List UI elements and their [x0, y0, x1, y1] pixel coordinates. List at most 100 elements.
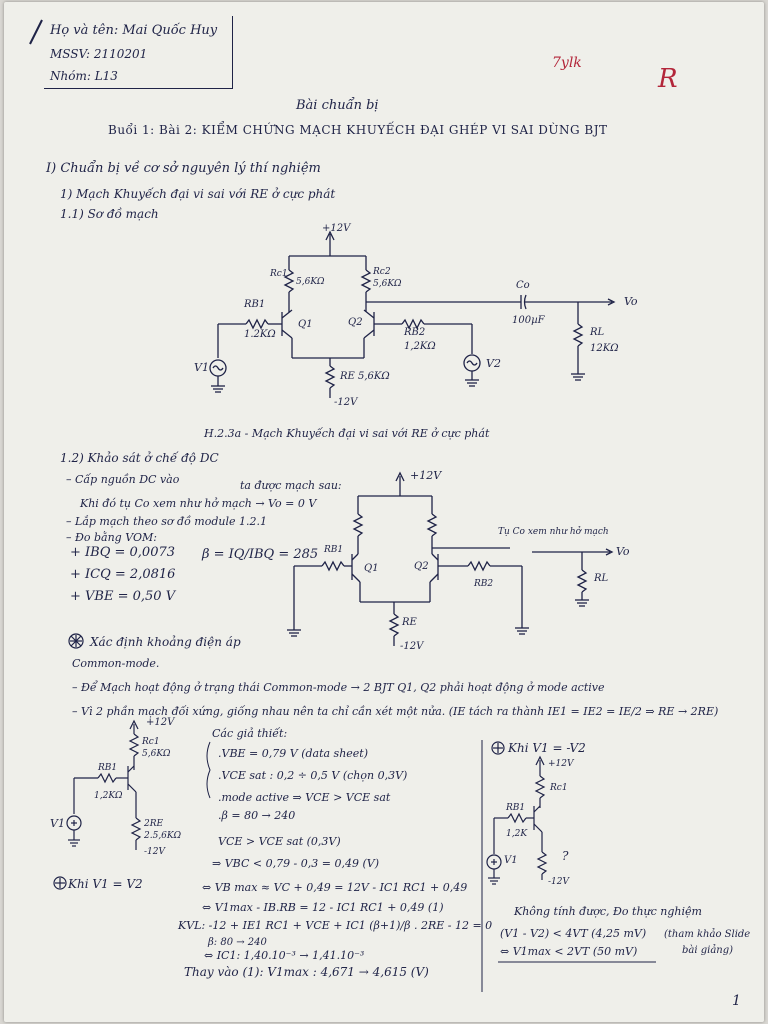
hc-rb1-label: RB1: [98, 763, 118, 773]
c1-rc2-label: Rc2: [373, 267, 391, 277]
rc-note-4: bài giảng): [682, 945, 734, 956]
c2-vee-label: -12V: [400, 641, 424, 652]
student-id: MSSV: 2110201: [50, 47, 148, 61]
hc-re2-value: 2.5,6KΩ: [144, 831, 182, 841]
hc-rc1-value: 5,6KΩ: [142, 749, 171, 759]
case-1-label: Khi V1 = V2: [68, 877, 143, 891]
circuit-diagram-1: [209, 230, 616, 398]
assumption-1: .VBE = 0,79 V (data sheet): [218, 747, 369, 760]
hc-re2-label: 2RE: [144, 819, 164, 829]
assumption-4: .β = 80 → 240: [218, 809, 296, 822]
page-number: 1: [732, 993, 741, 1009]
c1-q2-label: Q2: [348, 317, 363, 328]
header-slash: [29, 19, 43, 45]
page-subtitle: Buổi 1: Bài 2: KIỂM CHỨNG MẠCH KHUYẾCH Đ…: [108, 123, 608, 137]
star-bullet-icon: [53, 633, 505, 992]
derivation-3: ⇔ VB max ≈ VC + 0,49 = 12V - IC1 RC1 + 0…: [202, 881, 468, 894]
c1-rb1-value: 1.2KΩ: [244, 329, 276, 340]
page-heading: Bài chuẩn bị: [296, 98, 379, 113]
derivation-5: KVL: -12 + IE1 RC1 + VCE + IC1 (β+1)/β .…: [178, 919, 493, 932]
s12-line2: Khi đó tụ Co xem như hở mạch → Vo = 0 V: [80, 497, 317, 510]
c1-vcc-label: +12V: [322, 223, 351, 234]
rc-note-2: (V1 - V2) < 4VT (4,25 mV): [500, 927, 647, 940]
c2-re-label: RE: [402, 617, 417, 628]
rc-rb1-value: 1,2K: [506, 829, 528, 839]
c1-vee-label: -12V: [334, 397, 358, 408]
c2-rb1-label: RB1: [324, 545, 344, 555]
c1-v1-label: V1: [194, 361, 209, 374]
cm-line1: – Để Mạch hoạt động ở trạng thái Common-…: [72, 681, 605, 694]
rc-rc1-label: Rc1: [550, 783, 568, 793]
s12-icq: + ICQ = 2,0816: [70, 567, 176, 582]
derivation-8: Thay vào (1): V1max : 4,671 → 4,615 (V): [184, 965, 429, 979]
rc-question: ?: [562, 849, 569, 863]
c1-v2-label: V2: [486, 357, 501, 370]
rc-vcc-label: +12V: [548, 759, 574, 769]
c1-rc1-value: 5,6KΩ: [296, 277, 325, 287]
s12-line1: – Cấp nguồn DC vào: [66, 473, 180, 486]
section-1-1-1-heading: 1.1) Sơ đồ mạch: [60, 207, 159, 221]
s12-ibq: + IBQ = 0,0073: [70, 545, 176, 560]
assumption-2: .VCE sat : 0,2 ÷ 0,5 V (chọn 0,3V): [218, 769, 408, 782]
section-1-2-heading: 1.2) Khảo sát ở chế độ DC: [60, 451, 219, 465]
c1-rb1-label: RB1: [244, 299, 266, 310]
s12-vbe: + VBE = 0,50 V: [70, 589, 176, 604]
derivation-4: ⇔ V1max - IB.RB = 12 - IC1 RC1 + 0,49 (1…: [202, 901, 444, 914]
cm-line2: – Vì 2 phần mạch đối xứng, giống nhau nê…: [72, 705, 719, 718]
hc-v1-label: V1: [50, 817, 65, 830]
hc-rb1-value: 1,2KΩ: [94, 791, 123, 801]
c1-rl-label: RL: [590, 327, 605, 338]
right-circuit-diagram: [486, 755, 656, 963]
c2-q2-label: Q2: [414, 561, 429, 572]
derivation-1: VCE > VCE sat (0,3V): [218, 835, 341, 848]
c2-note: Tụ Co xem như hở mạch: [498, 527, 609, 537]
hc-rc1-label: Rc1: [142, 737, 160, 747]
assumption-3: .mode active ⇒ VCE > VCE sat: [218, 791, 391, 804]
c1-caption: H.2.3a - Mạch Khuyếch đại vi sai với RE …: [204, 427, 490, 440]
rc-note-3: (tham khảo Slide: [664, 929, 751, 940]
hc-vcc-label: +12V: [146, 717, 175, 728]
rc-v1-label: V1: [504, 855, 518, 866]
rc-note-1: Không tính được, Đo thực nghiệm: [514, 905, 702, 918]
student-info-box: [44, 16, 233, 89]
derivation-7: ⇔ IC1: 1,40.10⁻³ → 1,41.10⁻³: [204, 949, 365, 962]
grade-mark: 7ylk: [552, 55, 582, 71]
hc-vee-label: -12V: [144, 847, 165, 857]
rc-vee-label: -12V: [548, 877, 569, 887]
s12-line1b: ta được mạch sau:: [240, 479, 342, 492]
s12-line4: – Đo bằng VOM:: [66, 531, 157, 544]
s12-line3: – Lắp mạch theo sơ đồ module 1.2.1: [66, 515, 267, 528]
grade-letter: R: [658, 64, 678, 94]
assumptions-title: Các giả thiết:: [212, 727, 288, 740]
derivation-2: ⇒ VBC < 0,79 - 0,3 = 0,49 (V): [212, 857, 379, 870]
notebook-page: Họ và tên: Mai Quốc Huy MSSV: 2110201 Nh…: [4, 2, 764, 1022]
rc-rb1-label: RB1: [506, 803, 526, 813]
c2-rb2-label: RB2: [474, 579, 494, 589]
c1-vo-label: Vo: [624, 295, 638, 308]
cm-heading: Xác định khoảng điện áp: [90, 635, 241, 649]
rc-note-5: ⇔ V1max < 2VT (50 mV): [500, 945, 638, 958]
s12-beta: β = IQ/IBQ = 285: [202, 547, 319, 562]
section-1-1-heading: 1) Mạch Khuyếch đại vi sai với RE ở cực …: [60, 187, 336, 201]
half-circuit-diagram: [66, 719, 211, 850]
c1-rc2-value: 5,6KΩ: [373, 279, 402, 289]
student-name: Họ và tên: Mai Quốc Huy: [50, 23, 218, 38]
c1-rl-value: 12KΩ: [590, 343, 619, 354]
cm-heading2: Common-mode.: [72, 657, 160, 670]
c1-re-label: RE 5,6KΩ: [340, 371, 390, 382]
c1-co-value: 100µF: [512, 315, 545, 326]
c1-q1-label: Q1: [298, 319, 313, 330]
c1-rc1-label: Rc1: [270, 269, 288, 279]
c2-q1-label: Q1: [364, 563, 379, 574]
circuit-diagram-2: [287, 471, 614, 646]
derivation-6: β: 80 → 240: [208, 937, 267, 948]
section-1-heading: I) Chuẩn bị về cơ sở nguyên lý thí nghiệ…: [46, 161, 321, 176]
c2-vcc-label: +12V: [410, 469, 442, 482]
c2-vo-label: Vo: [616, 545, 630, 558]
c1-rb2-label: RB2: [404, 327, 426, 338]
c1-rb2-value: 1,2KΩ: [404, 341, 436, 352]
student-group: Nhóm: L13: [50, 69, 118, 83]
case-2-label: Khi V1 = -V2: [508, 741, 586, 755]
c1-co-label: Co: [516, 280, 530, 291]
c2-rl-label: RL: [594, 573, 609, 584]
